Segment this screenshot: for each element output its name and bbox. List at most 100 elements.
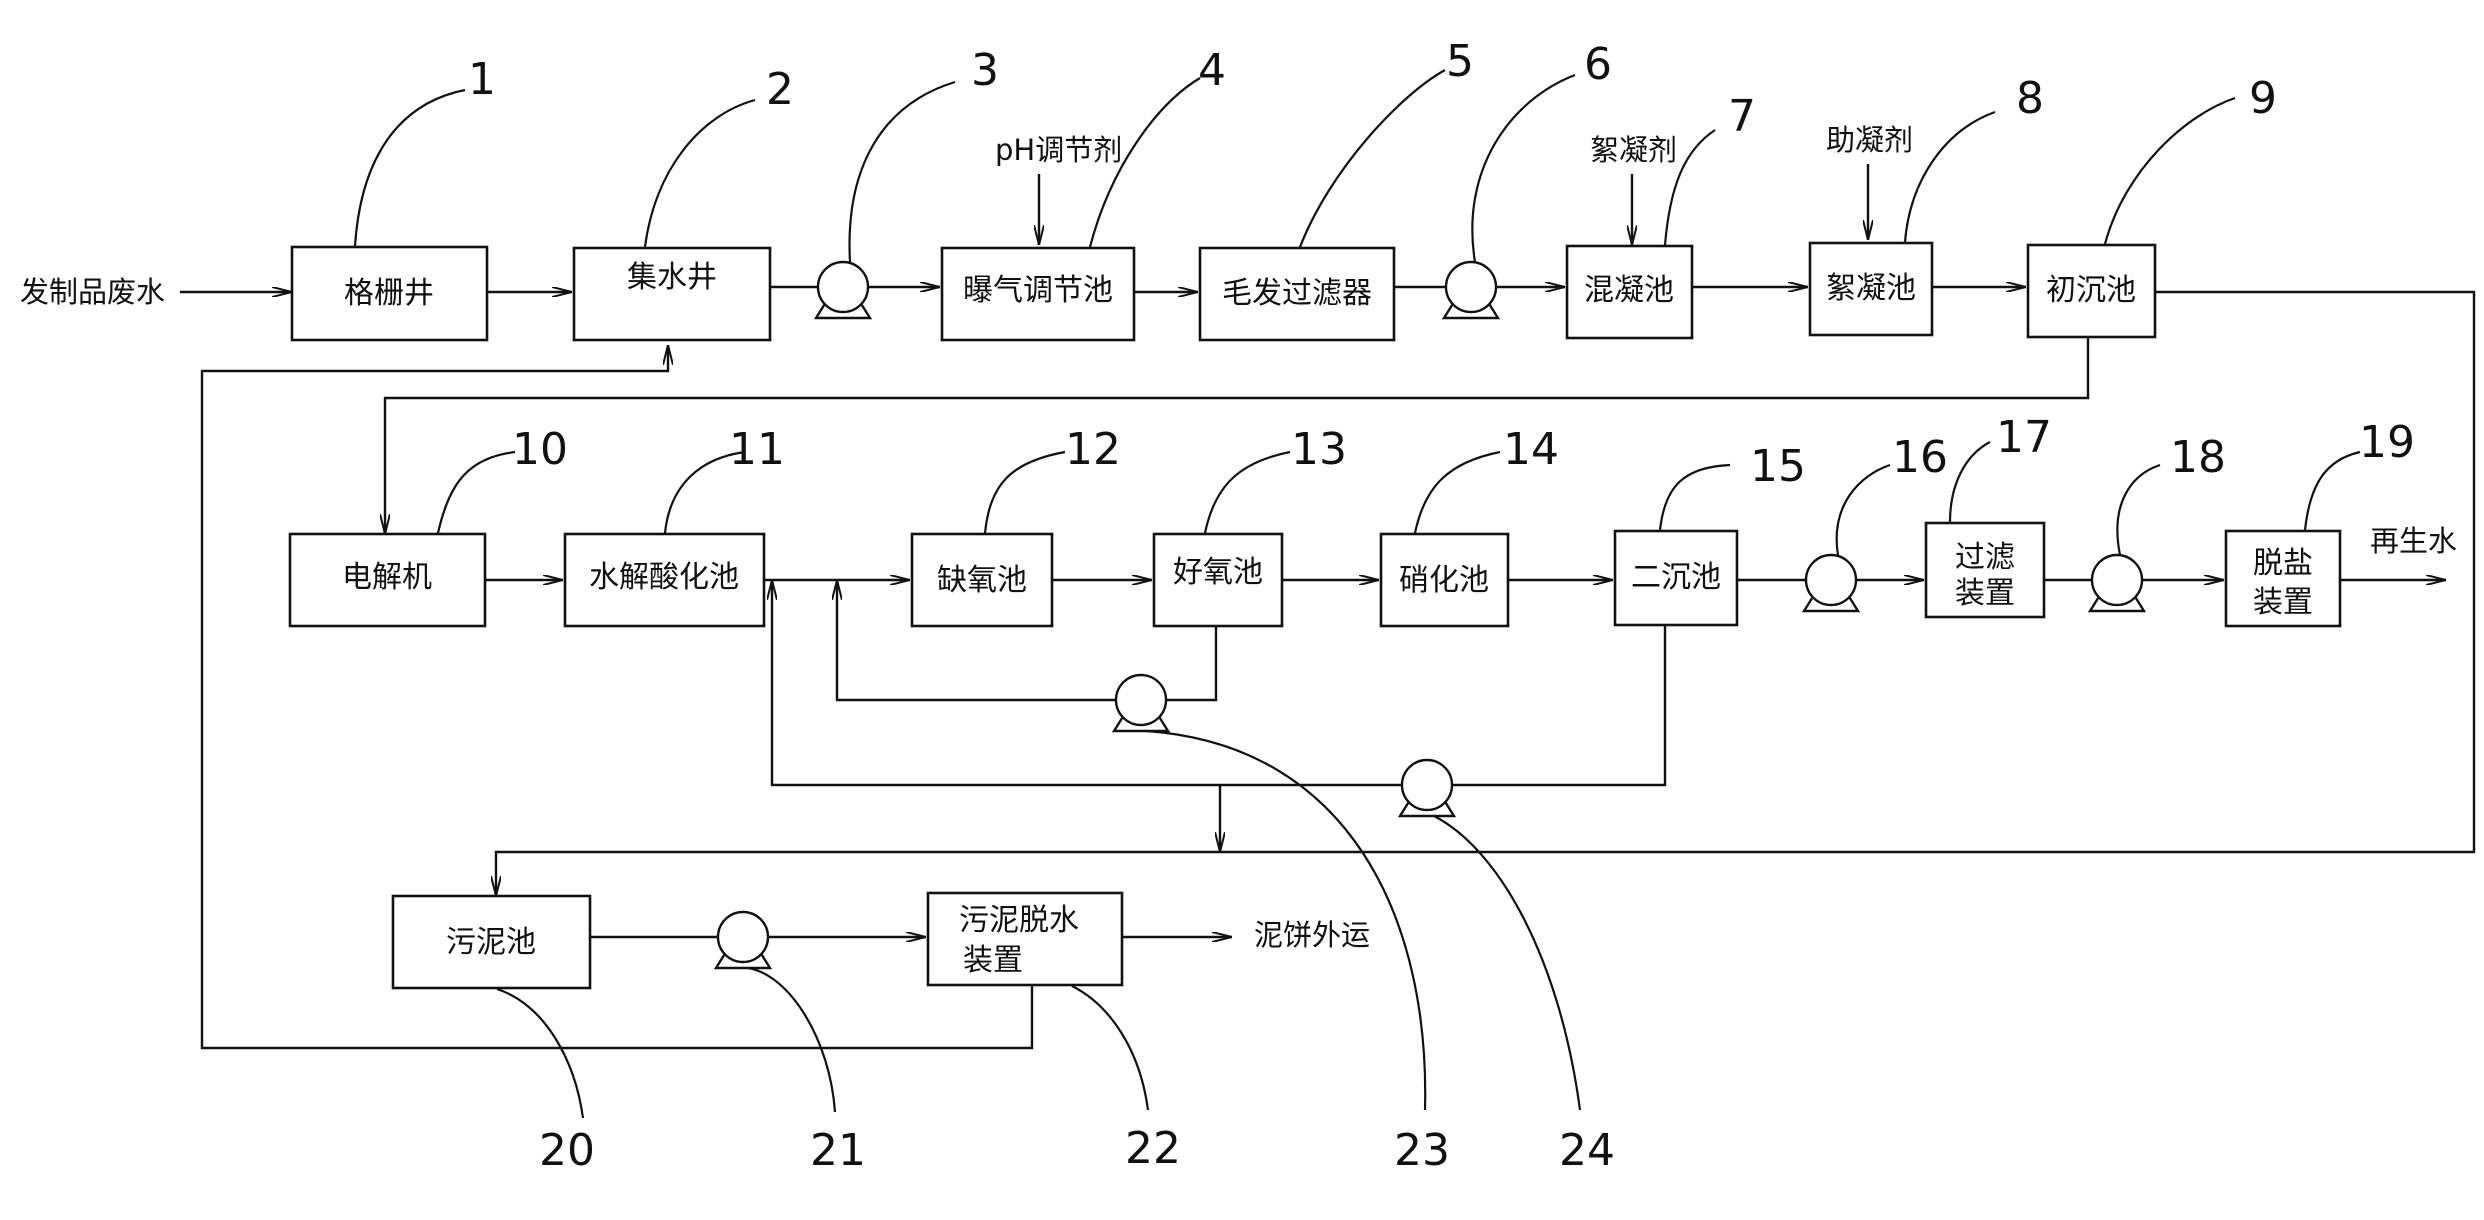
box-label-2: 集水井: [627, 260, 717, 295]
inlet-label: 发制品废水: [20, 275, 165, 309]
leader-14: [1413, 450, 1501, 534]
leader-5: [1298, 69, 1446, 248]
leader-2: [643, 98, 756, 248]
leader-17: [1948, 441, 1991, 523]
recycled-water-label: 再生水: [2370, 524, 2457, 558]
box-label-20: 污泥池: [446, 925, 536, 960]
box-label-14: 硝化池: [1399, 563, 1489, 598]
reference-numbers: 1 2 3 4 5 6 7 8 9 10 11 12 13 14 15 16 1…: [468, 36, 2415, 1176]
box-label-11: 水解酸化池: [589, 560, 739, 595]
leader-9: [2103, 96, 2236, 245]
box-label-22a: 污泥脱水: [959, 903, 1079, 938]
ref-num: 23: [1394, 1125, 1450, 1176]
leader-15: [1658, 463, 1731, 531]
sludge-cake-label: 泥饼外运: [1254, 918, 1370, 952]
leader-22: [1071, 985, 1150, 1111]
ref-num: 14: [1503, 424, 1559, 475]
nitrate-recycle-return: [837, 580, 1116, 702]
filtrate-return-line: [200, 345, 1034, 1050]
box-13: 好氧池: [1152, 532, 1284, 628]
ref-num: 19: [2359, 417, 2415, 468]
leader-23: [1145, 729, 1427, 1111]
box-label-13: 好氧池: [1173, 555, 1263, 590]
ref-num: 1: [468, 54, 496, 105]
pump-23: [1111, 673, 1171, 733]
pump-16: [1801, 553, 1861, 613]
box-label-5: 毛发过滤器: [1222, 276, 1372, 311]
pump-24: [1397, 758, 1457, 818]
box-2: 集水井: [572, 246, 772, 342]
ref-num: 4: [1198, 45, 1226, 96]
leader-7: [1663, 129, 1716, 246]
pump-18: [2087, 553, 2147, 613]
box-22: 污泥脱水 装置: [926, 891, 1124, 987]
leader-18: [2116, 463, 2161, 556]
ref-num: 18: [2170, 432, 2226, 483]
box-label-9: 初沉池: [2046, 273, 2136, 308]
leader-24: [1433, 815, 1582, 1111]
box-label-4: 曝气调节池: [963, 273, 1113, 308]
ref-num: 8: [2016, 73, 2044, 124]
box-label-17a: 过滤: [1955, 540, 2015, 575]
box-label-19b: 装置: [2253, 585, 2313, 620]
sludge-return-line: [1452, 625, 1667, 787]
coagulant-label: 絮凝剂: [1590, 133, 1677, 167]
leader-16: [1835, 463, 1891, 556]
ref-num: 9: [2249, 73, 2277, 124]
leader-13: [1203, 450, 1291, 534]
ref-num: 7: [1728, 91, 1756, 142]
box-12: 缺氧池: [910, 532, 1054, 628]
pump-3: [813, 260, 873, 320]
box-4: 曝气调节池: [940, 246, 1136, 342]
box-9: 初沉池: [2026, 243, 2157, 339]
box-7: 混凝池: [1565, 244, 1694, 340]
ref-num: 10: [512, 424, 568, 475]
ref-num: 6: [1584, 39, 1612, 90]
box-11: 水解酸化池: [563, 532, 766, 628]
ref-num: 5: [1446, 36, 1474, 87]
pump-6: [1441, 260, 1501, 320]
sludge-return-back: [772, 580, 1402, 787]
box-19: 脱盐 装置: [2224, 529, 2342, 628]
nitrate-recycle-line: [1166, 625, 1218, 702]
ref-num: 17: [1996, 412, 2052, 463]
box-label-17b: 装置: [1955, 576, 2015, 611]
leader-1: [353, 88, 466, 247]
box-1: 格栅井: [290, 245, 489, 342]
ref-num: 3: [971, 45, 999, 96]
ref-num: 24: [1559, 1125, 1615, 1176]
leader-3: [848, 80, 956, 263]
box-15: 二沉池: [1613, 529, 1739, 627]
ref-num: 21: [810, 1125, 866, 1176]
leader-19: [2303, 450, 2361, 531]
box-label-22b: 装置: [963, 943, 1023, 978]
leader-11: [663, 450, 746, 534]
box-17: 过滤 装置: [1924, 521, 2046, 619]
box-label-10: 电解机: [342, 560, 432, 595]
box-8: 絮凝池: [1808, 241, 1934, 337]
ref-num: 12: [1065, 424, 1121, 475]
box-5: 毛发过滤器: [1198, 246, 1396, 342]
leader-6: [1471, 73, 1576, 263]
leader-lines: [353, 69, 2361, 1119]
ref-num: 13: [1291, 424, 1347, 475]
leader-20: [496, 987, 585, 1119]
box-20: 污泥池: [391, 894, 592, 990]
leader-8: [1903, 110, 1996, 243]
ref-num: 20: [539, 1125, 595, 1176]
box-label-7: 混凝池: [1584, 273, 1674, 308]
ref-num: 15: [1750, 441, 1806, 492]
ref-num: 2: [766, 64, 794, 115]
ph-agent-label: pH调节剂: [995, 133, 1122, 167]
box-label-19a: 脱盐: [2253, 546, 2313, 581]
flow-lines: [180, 164, 2476, 1050]
leader-10: [436, 450, 516, 534]
coagulant-aid-label: 助凝剂: [1826, 123, 1913, 157]
primary-sludge-line: [496, 290, 2476, 896]
box-label-8: 絮凝池: [1826, 271, 1916, 306]
leader-21: [747, 966, 837, 1113]
leader-4: [1088, 77, 1201, 248]
box-10: 电解机: [288, 532, 487, 628]
box-14: 硝化池: [1379, 532, 1510, 628]
